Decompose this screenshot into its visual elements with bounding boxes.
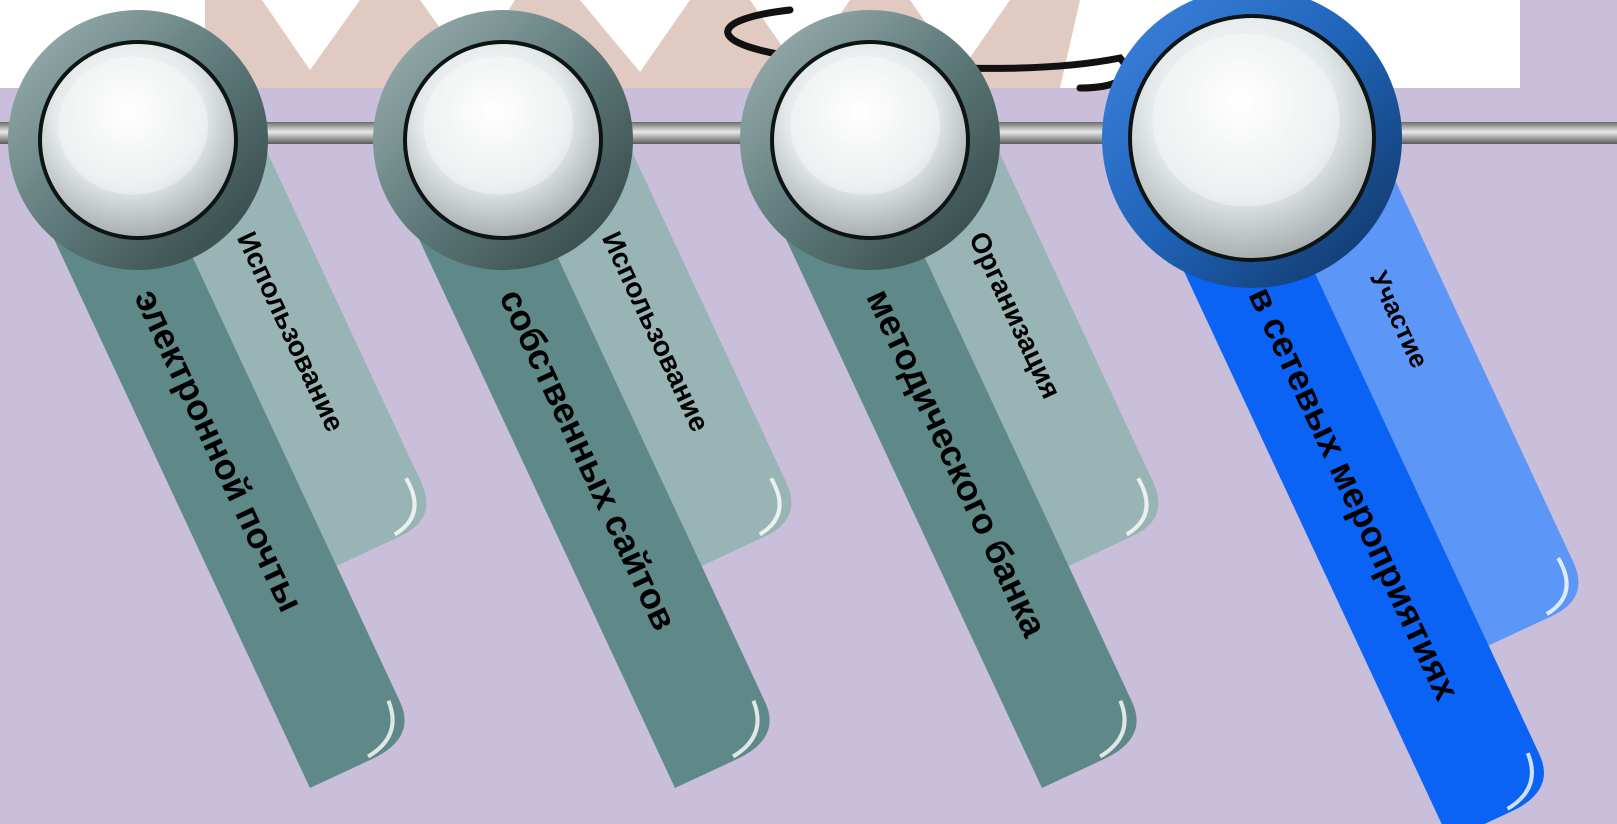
tab-disc-highlight [58, 56, 208, 194]
tab-disc-highlight [790, 56, 940, 194]
tab-disc-highlight [1152, 34, 1339, 207]
tab-disc-highlight [423, 56, 573, 194]
